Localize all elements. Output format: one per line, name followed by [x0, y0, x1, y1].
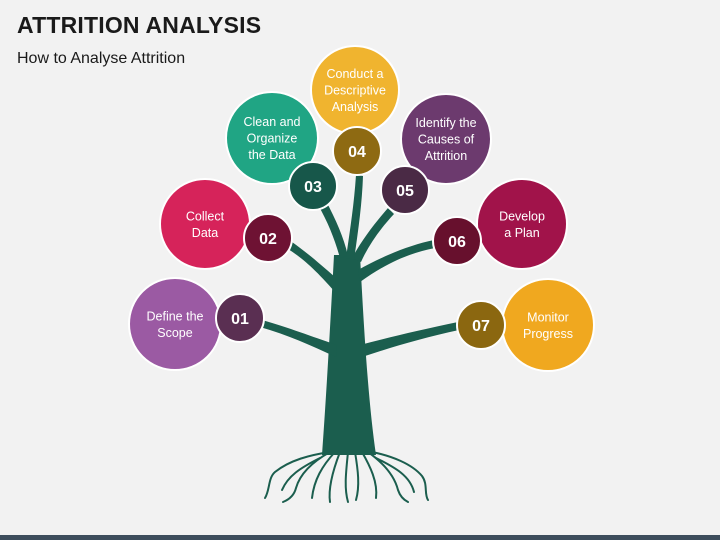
- step-07-bubble: [501, 278, 595, 372]
- step-06-label-line: Develop: [499, 209, 545, 223]
- branch-05: [352, 208, 394, 262]
- step-07-number: 07: [472, 318, 490, 335]
- tree-roots: [264, 451, 429, 503]
- step-01-label-line: Define the: [147, 309, 204, 323]
- page-title: ATTRITION ANALYSIS: [17, 12, 262, 38]
- step-01-label-line: Scope: [157, 326, 192, 340]
- step-03-bubble: [225, 91, 319, 185]
- step-02-badge: [243, 213, 293, 263]
- step-02-label-line: Data: [192, 226, 218, 240]
- step-05-label-line: Identify the: [415, 116, 476, 130]
- step-06-label: Develop a Plan: [499, 209, 545, 240]
- page-subtitle: How to Analyse Attrition: [17, 50, 186, 67]
- step-03-label-line: Clean and: [244, 115, 301, 129]
- step-06-label-line: a Plan: [504, 226, 539, 240]
- step-04-label-line: Conduct a: [327, 67, 384, 81]
- tree-trunk: [322, 255, 376, 455]
- step-03-badge: [288, 161, 338, 211]
- branch-03: [318, 201, 348, 258]
- step-06-badge: [432, 216, 482, 266]
- footer-bar: [0, 535, 720, 540]
- step-07-badge: [456, 300, 506, 350]
- step-04-badge: [332, 126, 382, 176]
- step-06-number: 06: [448, 234, 466, 251]
- step-05-badge: [380, 165, 430, 215]
- branch-04: [346, 175, 363, 260]
- step-03-number: 03: [304, 179, 322, 196]
- tree-illustration: [260, 175, 459, 503]
- step-06-bubble: [476, 178, 568, 270]
- step-05-bubble: [400, 93, 492, 185]
- step-01-badge: [215, 293, 265, 343]
- step-05-label-line: Causes of: [418, 133, 475, 147]
- step-01-number: 01: [231, 311, 249, 328]
- step-02-label-line: Collect: [186, 209, 225, 223]
- step-07-label-line: Progress: [523, 327, 573, 341]
- step-02-number: 02: [259, 231, 277, 248]
- step-03-label-line: Organize: [247, 132, 298, 146]
- branch-07: [360, 322, 459, 357]
- step-06: Develop a Plan 06: [432, 178, 568, 270]
- step-03-label-line: the Data: [248, 148, 295, 162]
- step-04-number: 04: [348, 144, 366, 161]
- step-07-label-line: Monitor: [527, 310, 569, 324]
- step-05-label-line: Attrition: [425, 149, 467, 163]
- step-02-bubble: [159, 178, 251, 270]
- branch-06: [358, 240, 435, 282]
- step-01-bubble: [128, 277, 222, 371]
- branch-01: [260, 320, 337, 357]
- branch-02: [288, 242, 336, 292]
- step-04-label-line: Descriptive: [324, 84, 386, 98]
- step-05-number: 05: [396, 183, 414, 200]
- step-04-label-line: Analysis: [332, 100, 379, 114]
